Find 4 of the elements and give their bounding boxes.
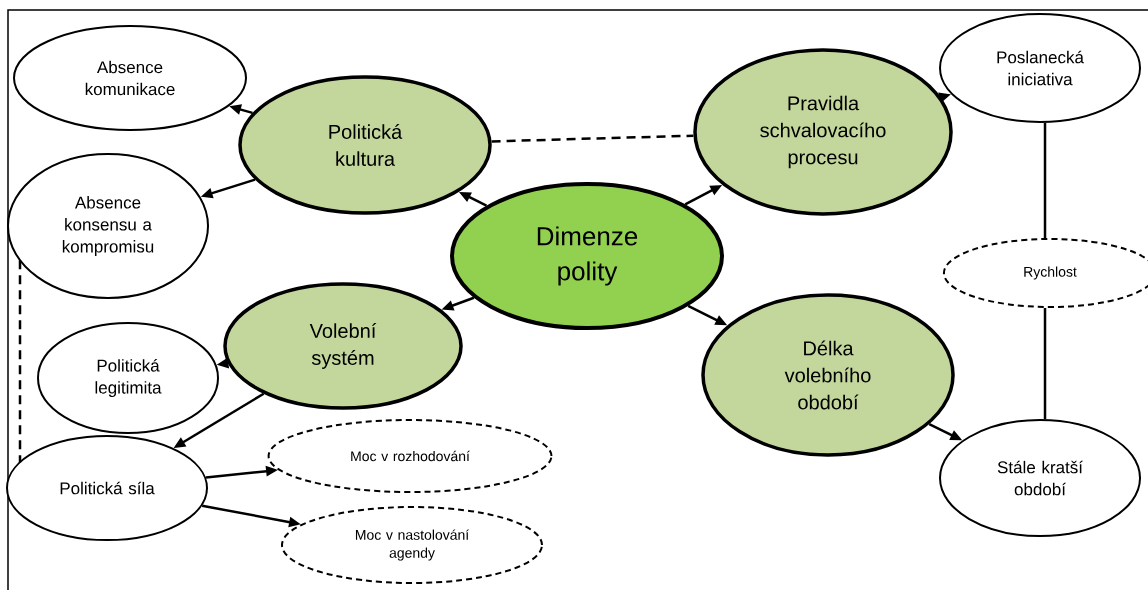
connector-line	[1043, 123, 1047, 238]
connector-line	[1043, 308, 1047, 419]
connector-line	[18, 260, 22, 463]
connector-line	[491, 134, 694, 143]
